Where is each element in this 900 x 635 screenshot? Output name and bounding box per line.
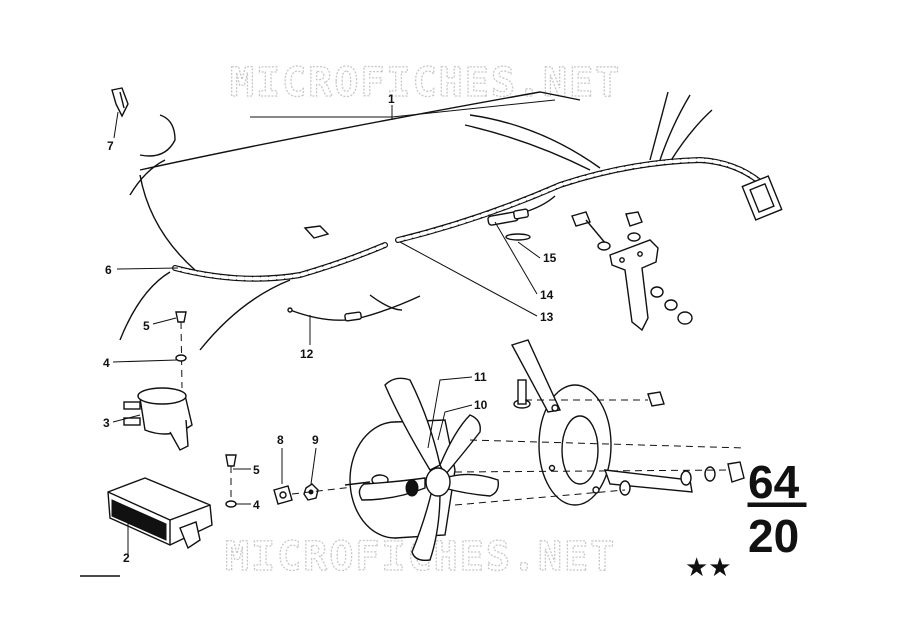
rating-stars: ★★ <box>685 553 732 583</box>
callout-7: 7 <box>107 139 114 153</box>
hex-nut <box>273 485 293 505</box>
harness-connector <box>741 175 783 221</box>
group-main-number: 64 <box>748 456 800 508</box>
callout-6: 6 <box>105 263 112 277</box>
shroud-nut <box>647 391 665 407</box>
callout-5-upper: 5 <box>143 319 150 333</box>
inline-fuse-holder <box>487 195 556 226</box>
relay <box>123 387 193 451</box>
screw-upper <box>175 311 187 389</box>
control-unit <box>107 477 213 550</box>
callout-2: 2 <box>123 551 130 565</box>
shroud-bolt <box>513 379 531 409</box>
callout-labels: 1 2 3 4 4 5 5 6 7 8 9 10 11 12 13 14 15 <box>103 92 557 565</box>
watermark-top: MICROFICHES.NET <box>230 60 621 106</box>
callout-8: 8 <box>277 433 284 447</box>
group-divider <box>747 502 807 507</box>
cable-terminal <box>111 87 129 118</box>
callout-5-lower: 5 <box>253 463 260 477</box>
callout-1: 1 <box>388 92 395 106</box>
fan-shroud <box>510 339 693 506</box>
callout-10: 10 <box>474 398 488 412</box>
callout-14: 14 <box>540 288 554 302</box>
callout-3: 3 <box>103 416 110 430</box>
mounting-bracket <box>571 211 693 332</box>
screw-lower <box>225 454 237 508</box>
callout-9: 9 <box>312 433 319 447</box>
fan-hardware <box>619 461 745 496</box>
group-sub-number: 20 <box>748 510 799 562</box>
small-wiring-lead <box>287 294 421 322</box>
callout-13: 13 <box>540 310 554 324</box>
insert-washer <box>505 233 531 241</box>
callout-12: 12 <box>300 347 314 361</box>
wiring-harness <box>119 91 783 351</box>
fan-blades <box>358 377 500 562</box>
callout-4-upper: 4 <box>103 356 110 370</box>
callout-11: 11 <box>474 370 487 384</box>
callout-4-lower: 4 <box>253 498 260 512</box>
callout-15: 15 <box>543 251 557 265</box>
group-number-block: 64 20 ★★ <box>685 456 807 583</box>
harness-clip <box>303 225 330 239</box>
leader-lines <box>112 99 556 556</box>
